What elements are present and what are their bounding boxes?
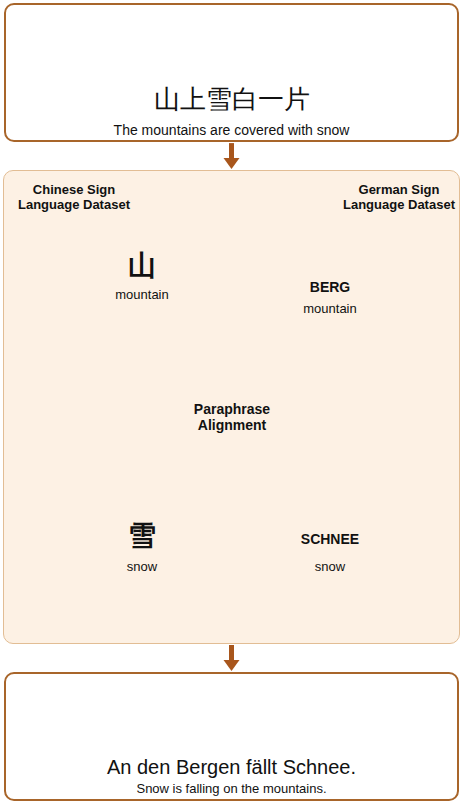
gloss-translation: mountain	[115, 288, 168, 303]
german-gloss: BERG	[310, 279, 350, 295]
chinese-sentence: 山上雪白一片	[6, 85, 457, 115]
dataset-heading: Chinese Sign Language Dataset	[10, 183, 138, 213]
sentence-box: 山上雪白一片 The mountains are covered with sno…	[4, 3, 459, 142]
gloss-translation: snow	[315, 560, 345, 575]
chinese-gloss: 雪	[128, 520, 156, 552]
flow-arrow	[224, 143, 240, 169]
flow-arrow	[224, 645, 240, 671]
german-sentence: An den Bergen fällt Schnee.	[6, 756, 457, 779]
english-translation: The mountains are covered with snow	[6, 122, 457, 138]
alignment-label: Paraphrase Alignment	[182, 401, 282, 433]
sentence-box: An den Bergen fällt Schnee. Snow is falli…	[4, 672, 459, 801]
english-translation: Snow is falling on the mountains.	[6, 782, 457, 797]
german-gloss: SCHNEE	[301, 531, 359, 547]
dataset-heading: German Sign Language Dataset	[340, 183, 458, 213]
gloss-translation: mountain	[303, 302, 356, 317]
chinese-gloss: 山	[128, 250, 156, 282]
gloss-translation: snow	[127, 560, 157, 575]
